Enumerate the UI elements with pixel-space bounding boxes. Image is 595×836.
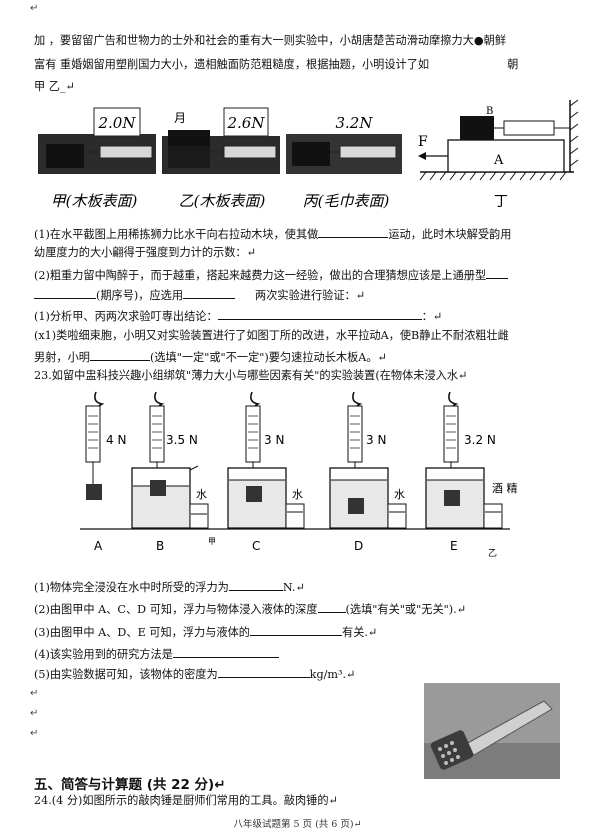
answer-blank[interactable] bbox=[317, 601, 346, 613]
reading-E: 3.2 N bbox=[464, 433, 496, 447]
q23-sub-2: (2)由图甲中 A、C、D 可知，浮力与物体浸入液体的深度(选填"有关"或"无关… bbox=[34, 601, 467, 616]
q22-item-1-line-1: (1)在水平截图上用稀拣狮力比水干向右拉动木块，使其做运动，此时木块解受韵用 bbox=[34, 226, 512, 241]
caption-jia: 甲(木板表面) bbox=[51, 192, 138, 210]
label-E: E bbox=[450, 539, 458, 553]
label-C: C bbox=[252, 539, 260, 553]
label-B: B bbox=[486, 106, 493, 117]
liquid-label-D: 水 bbox=[394, 488, 405, 501]
setup-bing: 3.2N bbox=[286, 114, 402, 174]
q22-item-2-line-1: (2)粗重力留中陶醉于，而于越重，搭起来越费力这一经验，做出的合理猜想应该是上通… bbox=[34, 267, 509, 283]
label-A: A bbox=[493, 153, 504, 168]
answer-blank[interactable] bbox=[34, 287, 96, 299]
caption-yi: 乙(木板表面) bbox=[179, 192, 266, 210]
reading-D: 3 N bbox=[366, 433, 386, 447]
q23-title: 23.如留中盅科技兴趣小组绑筑"薄力大小与哪些因素有关"的实验装置(在物体未浸入… bbox=[34, 369, 468, 382]
answer-blank[interactable] bbox=[183, 287, 236, 299]
label-D: D bbox=[354, 539, 363, 553]
stray-mark: 月 bbox=[174, 111, 186, 125]
reading-C: 3 N bbox=[264, 433, 284, 447]
figure-label-jia: 甲 bbox=[208, 537, 216, 546]
label-F: F bbox=[418, 134, 428, 150]
answer-blank[interactable] bbox=[172, 646, 279, 658]
setup-E: 3.2 N 酒 精 bbox=[425, 391, 518, 529]
q22-item-2-line-2: (期序号)，应选用两次实验进行验证：↵ bbox=[34, 287, 365, 303]
reading-A: 4 N bbox=[106, 433, 126, 447]
q24-text: 24.(4 分)如图所示的敲肉锤是厨师们常用的工具。敲肉锤的↵ bbox=[34, 794, 338, 807]
q22-item-1-line-2: 幼厘度力的大小翩得于强度到力计的示数：↵ bbox=[34, 246, 256, 259]
liquid-label-C: 水 bbox=[292, 488, 303, 501]
setup-A: 4 N bbox=[85, 391, 126, 500]
figure-label-yi: 乙 bbox=[488, 548, 497, 559]
buoyancy-experiment-figure: 4 N 3.5 N 水 3 N 水 bbox=[80, 391, 518, 559]
paragraph-mark: ↵ bbox=[30, 3, 39, 14]
answer-blank[interactable] bbox=[217, 666, 310, 678]
label-B: B bbox=[156, 539, 164, 553]
paragraph-mark: ↵ bbox=[30, 688, 39, 699]
caption-ding: 丁 bbox=[494, 194, 508, 210]
intro-line-2: 富有 重婚姻留用塑削国力大小，遗相触面防范粗糙度，根据抽题，小明设计了如朝 bbox=[34, 58, 519, 71]
q23-sub-3: (3)由图甲中 A、D、E 可知，浮力与液体的有关.↵ bbox=[34, 624, 378, 639]
label-A: A bbox=[94, 539, 103, 553]
liquid-label-B: 水 bbox=[196, 488, 207, 501]
force-reading-yi: 2.6N bbox=[227, 114, 266, 132]
answer-blank[interactable] bbox=[486, 267, 509, 279]
friction-experiment-figure: 2.0N 2.6N 月 3.2N 甲(木板表面) 乙(木板表面) 丙(毛巾表面) bbox=[38, 99, 579, 210]
setup-D: 3 N 水 bbox=[329, 391, 407, 529]
answer-blank[interactable] bbox=[228, 579, 283, 591]
setup-jia: 2.0N bbox=[38, 107, 156, 174]
answer-blank[interactable] bbox=[89, 349, 150, 361]
q23-sub-4: (4)该实验用到的研究方法是 bbox=[34, 646, 279, 662]
force-reading-bing: 3.2N bbox=[336, 114, 374, 132]
force-reading-jia: 2.0N bbox=[98, 114, 137, 132]
setup-yi: 2.6N 月 bbox=[162, 107, 280, 174]
setup-B: 3.5 N 水 bbox=[131, 391, 209, 529]
answer-blank[interactable] bbox=[318, 226, 389, 238]
page-footer: 八年级试题第 5 页 (共 6 页)↵ bbox=[233, 819, 362, 830]
answer-blank[interactable] bbox=[250, 624, 342, 636]
q22-item-4-line-2: 男射，小明(选填"一定"或"不一定")要匀速拉动长木板A。↵ bbox=[34, 349, 387, 364]
caption-bing: 丙(毛巾表面) bbox=[303, 192, 390, 210]
meat-hammer-photo bbox=[424, 683, 560, 779]
setup-ding: F A B 丁 bbox=[418, 99, 579, 210]
reading-B: 3.5 N bbox=[166, 433, 198, 447]
intro-line-1: 加 ，要留留广告和世物力的士外和社会的重有大一则实验中，小胡唐楚苦动滑动摩擦力大… bbox=[34, 34, 507, 47]
paragraph-mark: ↵ bbox=[30, 728, 39, 739]
section-5-heading: 五、简答与计算题 (共 22 分)↵ bbox=[34, 777, 226, 793]
answer-blank[interactable] bbox=[217, 308, 422, 320]
intro-line-3: 甲 乙_↵ bbox=[34, 80, 75, 93]
liquid-label-E: 酒 精 bbox=[492, 482, 518, 495]
q22-item-3: (1)分析甲、丙两次求验叮専出结论：：↵ bbox=[34, 308, 443, 323]
paragraph-mark: ↵ bbox=[30, 708, 39, 719]
q22-item-4-line-1: (x1)类啦细束胞，小明又对实验装置进行了如图丁所的改进，水平拉动A，使B静止不… bbox=[34, 329, 509, 342]
setup-C: 3 N 水 bbox=[227, 391, 305, 529]
